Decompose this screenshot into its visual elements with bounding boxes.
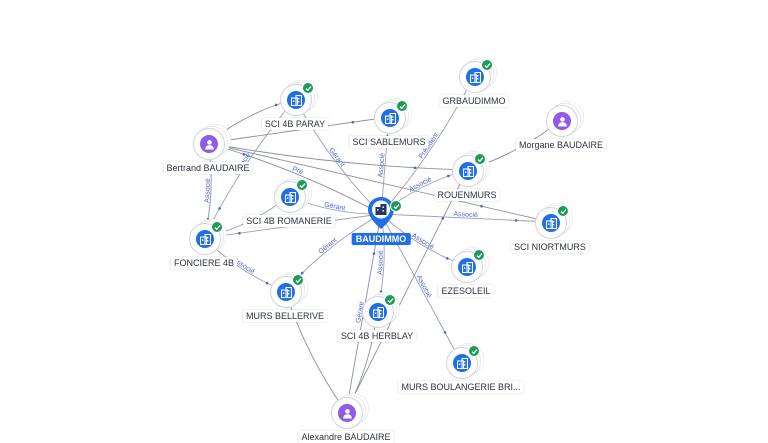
- edge-role-label: Pré: [291, 166, 304, 177]
- edge-bertrand-rouenmurs: [207, 142, 468, 171]
- node-label: GRBAUDIMMO: [439, 95, 509, 107]
- edge-arrow-marker: [242, 152, 246, 156]
- edge-arrow-marker: [300, 271, 304, 275]
- company-avatar: [270, 274, 304, 308]
- node-label: Morgane BAUDAIRE: [515, 139, 607, 151]
- person-icon: [553, 112, 571, 130]
- node-label: SCI 4B ROMANERIE: [243, 215, 335, 227]
- verified-check-icon: [557, 205, 569, 217]
- person-icon: [200, 135, 218, 153]
- edge-arrow-marker: [274, 103, 278, 107]
- node-label: MURS BOULANGERIE BRI...: [398, 381, 524, 393]
- edge-arrow-marker: [441, 217, 445, 220]
- edge-central-grbaudimmo: [380, 75, 475, 215]
- edge-arrow-marker: [480, 204, 483, 208]
- building-icon: [375, 204, 387, 215]
- edge-arrow-marker: [206, 217, 210, 221]
- company-avatar: [280, 82, 314, 116]
- person-avatar: [546, 105, 578, 137]
- node-label: Alexandre BAUDAIRE: [298, 431, 394, 443]
- person-avatar: [331, 397, 363, 429]
- verified-check-icon: [384, 294, 396, 306]
- verified-check-icon: [211, 221, 223, 233]
- edge-role-label: Associé: [415, 274, 433, 299]
- edge-arrow-marker: [514, 219, 518, 222]
- building-icon: [369, 303, 387, 321]
- edge-bertrand-sciniortmurs: [207, 142, 551, 223]
- edge-arrow-marker: [218, 207, 221, 210]
- node-label: EZESOLEIL: [438, 285, 494, 297]
- edge-central-mursboulangerie: [380, 213, 462, 363]
- edge-arrow-marker: [265, 281, 269, 285]
- verified-check-icon: [468, 345, 480, 357]
- building-icon: [281, 188, 299, 206]
- company-avatar: [535, 205, 569, 239]
- verified-check-icon: [481, 59, 493, 71]
- edge-role-label: Gérant: [323, 201, 345, 212]
- person-icon: [338, 404, 356, 422]
- verified-check-icon: [473, 249, 485, 261]
- company-avatar: [362, 294, 396, 328]
- edge-arrow-marker: [446, 257, 449, 260]
- edge-role-label: Gérant: [355, 301, 366, 323]
- edge-role-label: Associé: [408, 176, 433, 193]
- building-icon: [277, 283, 295, 301]
- edge-arrow-marker: [443, 331, 447, 334]
- company-avatar: [451, 249, 485, 283]
- node-label: BAUDIMMO: [351, 233, 411, 245]
- verified-check-icon: [474, 153, 486, 165]
- company-avatar: [452, 153, 486, 187]
- edge-arrow-marker: [379, 290, 383, 294]
- node-label: MURS BELLERIVE: [242, 310, 328, 322]
- company-avatar: [374, 100, 408, 134]
- building-icon: [287, 91, 305, 109]
- verified-check-icon: [296, 179, 308, 191]
- verified-check-icon: [292, 274, 304, 286]
- company-avatar: [189, 221, 223, 255]
- node-label: ROUENMURS: [434, 189, 500, 201]
- edge-role-label: Associé: [377, 250, 385, 275]
- edge-arrow-marker: [238, 231, 241, 235]
- edge-role-label: Associé: [204, 178, 212, 203]
- building-icon: [381, 109, 399, 127]
- verified-check-icon: [302, 82, 314, 94]
- node-label: FONCIERE 4B: [170, 257, 238, 269]
- edge-central-sciniortmurs: [380, 213, 551, 223]
- edge-role-label: Gérant: [317, 237, 338, 256]
- edge-arrow-marker: [221, 231, 224, 234]
- edge-arrow-marker: [447, 174, 450, 178]
- edge-bertrand-scisablemurs: [207, 116, 390, 144]
- verified-check-icon: [396, 100, 408, 112]
- edge-central-bertrand: [207, 142, 382, 215]
- edge-role-label: Associé: [453, 211, 478, 219]
- person-avatar: [193, 128, 225, 160]
- node-label: SCI NIORTMURS: [511, 241, 589, 253]
- building-icon: [458, 258, 476, 276]
- node-label: SCI 4B HERBLAY: [337, 330, 417, 342]
- building-icon: [466, 68, 484, 86]
- building-icon: [542, 214, 560, 232]
- company-avatar: [274, 179, 308, 213]
- node-label: Bertrand BAUDAIRE: [163, 162, 253, 174]
- edge-arrow-marker: [305, 201, 309, 205]
- edge-role-label: Gérant: [327, 147, 345, 168]
- building-icon: [196, 230, 214, 248]
- edge-arrow-marker: [351, 120, 355, 124]
- edge-arrow-marker: [486, 161, 489, 165]
- node-label: SCI SABLEMURS: [349, 136, 429, 148]
- edge-arrow-marker: [413, 166, 417, 170]
- company-avatar: [446, 345, 480, 379]
- edge-arrow-marker: [372, 252, 376, 255]
- building-icon: [459, 162, 477, 180]
- verified-check-icon: [390, 200, 402, 212]
- company-avatar: [459, 59, 493, 93]
- map-pin-icon: [368, 197, 394, 229]
- node-label: SCI 4B PARAY: [261, 118, 329, 130]
- building-icon: [453, 354, 471, 372]
